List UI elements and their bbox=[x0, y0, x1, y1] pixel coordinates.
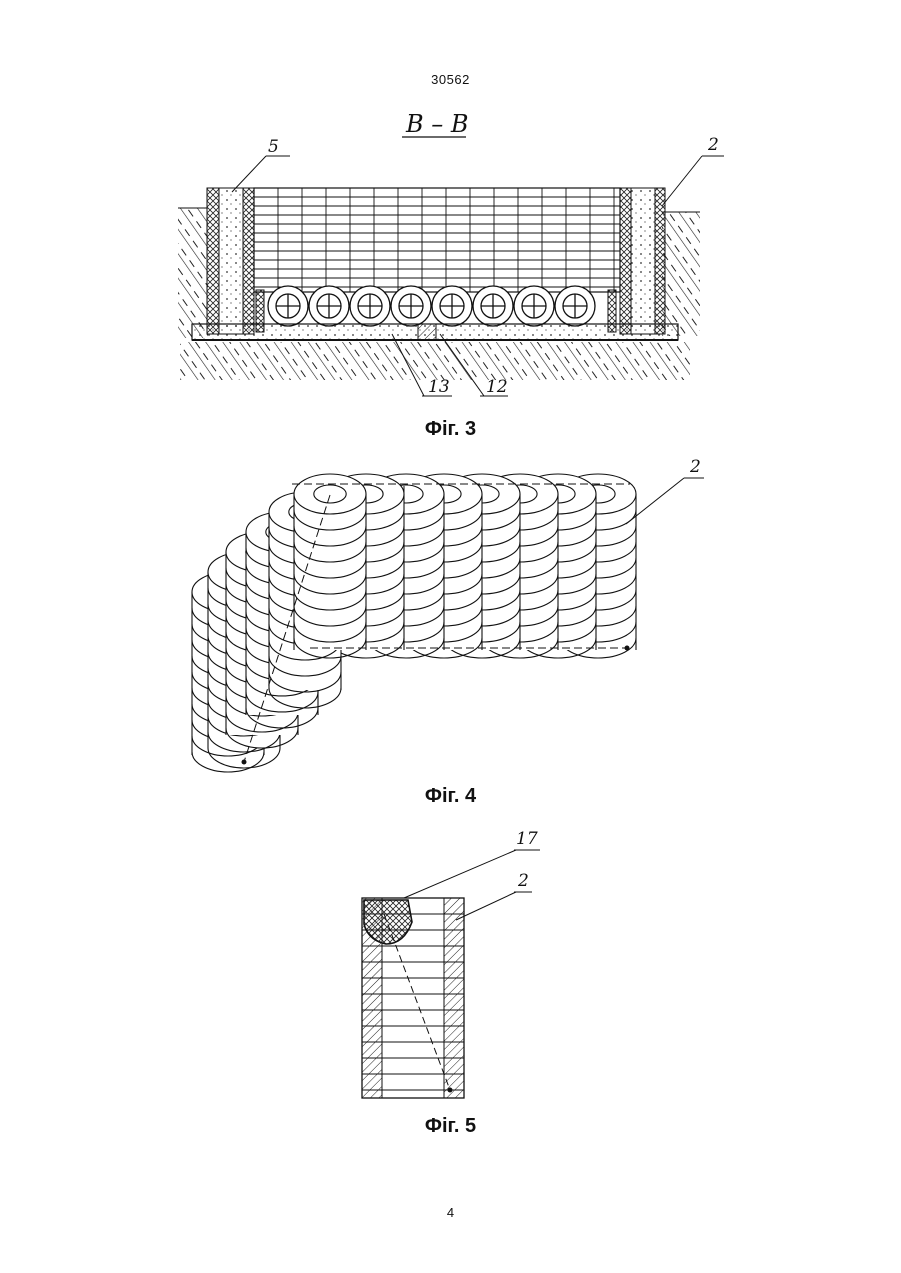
figure-5-caption: Фіг. 5 bbox=[0, 1115, 901, 1138]
section-label: В – В bbox=[405, 110, 469, 138]
figure-3-drawing: В – В 5 2 bbox=[178, 110, 724, 397]
figure-4-caption: Фіг. 4 bbox=[0, 785, 901, 808]
callout-12: 12 bbox=[486, 377, 508, 397]
figure-3-caption: Фіг. 3 bbox=[0, 418, 901, 441]
callout-5: 5 bbox=[268, 137, 279, 157]
figure-4-drawing: 2 bbox=[192, 457, 704, 772]
callout-13: 13 bbox=[428, 377, 450, 397]
callout-2-fig4: 2 bbox=[689, 457, 701, 477]
callout-17: 17 bbox=[516, 829, 538, 849]
figure-5-drawing: 17 2 bbox=[362, 829, 540, 1098]
callout-2-fig3: 2 bbox=[707, 135, 719, 155]
callout-2-fig5: 2 bbox=[517, 871, 529, 891]
page-number: 4 bbox=[0, 1205, 901, 1220]
